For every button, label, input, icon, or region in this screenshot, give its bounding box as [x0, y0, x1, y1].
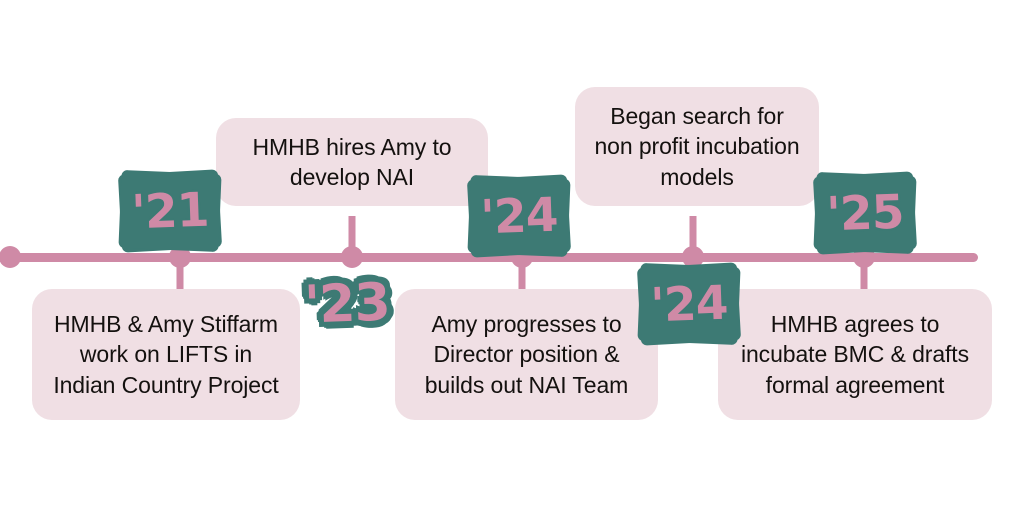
year-badge-24-a: '24 — [466, 174, 572, 258]
timeline-stem-3 — [518, 257, 526, 297]
timeline-card-4: Began search for non profit incubation m… — [575, 87, 819, 206]
year-badge-label: '25 — [825, 184, 905, 242]
timeline-stem-1 — [176, 257, 184, 297]
timeline-stem-2 — [348, 216, 356, 258]
timeline-stem-4 — [689, 216, 697, 258]
year-badge-21: '21 — [117, 169, 223, 253]
timeline-dot-4 — [682, 246, 704, 268]
timeline-card-3: Amy progresses to Director position & bu… — [395, 289, 658, 420]
timeline-card-1: HMHB & Amy Stiffarm work on LIFTS in Ind… — [32, 289, 300, 420]
year-badge-23: '23 — [293, 264, 401, 344]
year-badge-24-b: '24 — [636, 262, 742, 346]
year-badge-label: '24 — [479, 187, 559, 245]
timeline-axis — [8, 253, 978, 262]
timeline-dot-2 — [341, 246, 363, 268]
year-badge-label: '24 — [649, 275, 729, 333]
timeline-dot-1 — [169, 246, 191, 268]
timeline-dot-start — [0, 246, 21, 268]
timeline-card-5: HMHB agrees to incubate BMC & drafts for… — [718, 289, 992, 420]
year-badge-label: '21 — [130, 182, 210, 240]
timeline-stem-5 — [860, 257, 868, 297]
timeline-card-2: HMHB hires Amy to develop NAI — [216, 118, 488, 206]
year-badge-label: '23 — [303, 272, 391, 336]
year-badge-25: '25 — [812, 171, 918, 255]
